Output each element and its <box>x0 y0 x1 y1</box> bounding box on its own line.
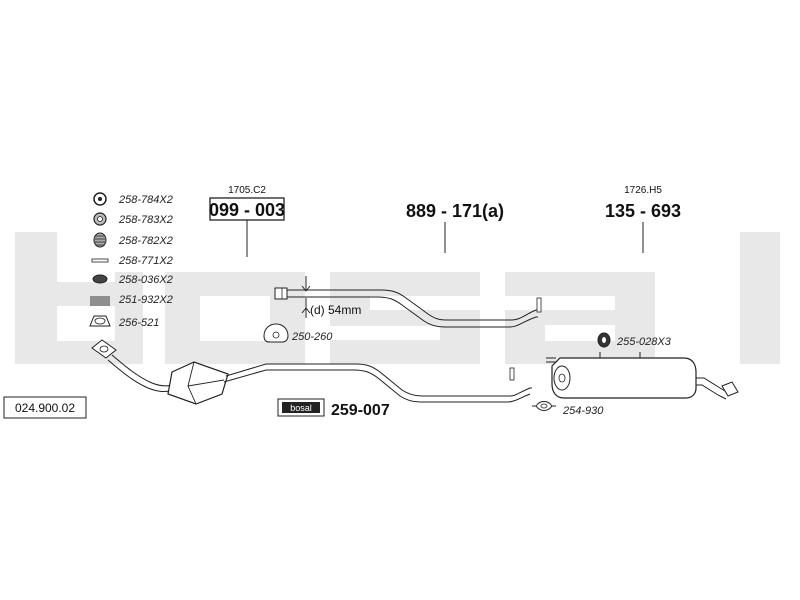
middle-pipe-drawing <box>274 287 542 328</box>
part-code-mount: 255-028X3 <box>616 336 672 348</box>
part-label-cat: 1705.C2 099 - 003 <box>209 185 285 257</box>
part-code-clamp: 250-260 <box>291 331 333 343</box>
legend-code-3: 258-782X2 <box>118 235 173 247</box>
front-pipe-catalyst-drawing <box>91 339 532 405</box>
assembly-number: 024.900.02 <box>15 401 75 415</box>
part-code-cat: 099 - 003 <box>209 200 285 220</box>
spring-icon <box>93 232 107 248</box>
part-code-kit: 259-007 <box>331 402 390 419</box>
assembly-number-box: 024.900.02 <box>3 396 87 419</box>
legend: 258-784X2 258-783X2 258-782X2 258-771X2 … <box>89 192 173 329</box>
part-code-clamp2: 254-930 <box>562 405 604 417</box>
part-code-mid: 889 - 171(a) <box>406 201 504 221</box>
legend-code-2: 258-783X2 <box>118 214 173 226</box>
kit-badge-logo: bosal <box>290 403 312 413</box>
legend-code-7: 256-521 <box>118 317 159 329</box>
legend-code-6: 251-932X2 <box>118 294 173 306</box>
part-label-rear: 1726.H5 135 - 693 <box>605 185 681 253</box>
gasket-icon <box>89 315 111 327</box>
rubber-mount-rear-icon <box>597 332 611 348</box>
legend-code-4: 258-771X2 <box>118 255 173 267</box>
rear-silencer-drawing <box>546 352 739 400</box>
nut-icon <box>93 212 107 226</box>
legend-code-1: 258-784X2 <box>118 194 173 206</box>
clamp-icon <box>263 323 289 343</box>
part-code-rear: 135 - 693 <box>605 201 681 221</box>
diameter-note: (d) 54mm <box>301 276 361 318</box>
washer-ring-icon <box>93 192 107 206</box>
legend-code-5: 258-036X2 <box>118 274 173 286</box>
clamp-rear-icon <box>532 401 556 411</box>
kit-badge: bosal <box>277 398 325 417</box>
coil-spring-icon <box>90 296 110 306</box>
rubber-mount-icon <box>92 274 108 284</box>
part-ref-cat: 1705.C2 <box>228 185 266 196</box>
part-ref-rear: 1726.H5 <box>624 185 662 196</box>
part-label-mid: 889 - 171(a) <box>406 201 504 253</box>
diameter-label: (d) 54mm <box>310 303 361 317</box>
bolt-icon <box>91 258 109 263</box>
